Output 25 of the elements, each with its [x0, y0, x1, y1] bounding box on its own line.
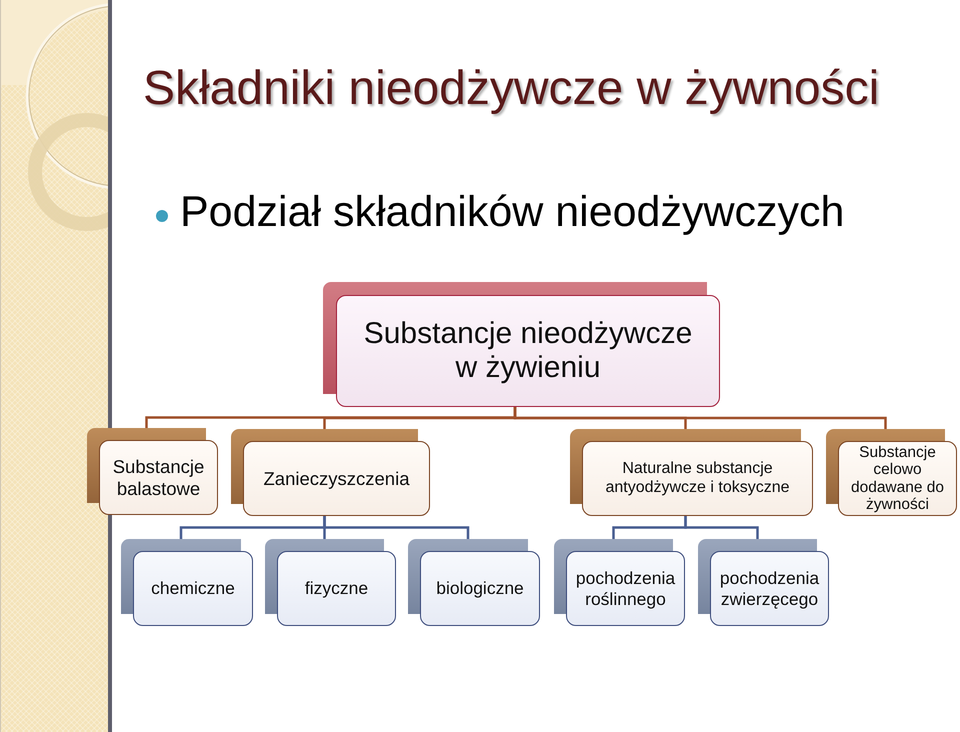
- category-box: [554, 539, 685, 626]
- node-label: Substancje nieodżywcze w żywieniu: [362, 316, 694, 386]
- category-box: [698, 539, 829, 626]
- node-label: Naturalne substancje antyodżywcze i toksyczne: [604, 460, 791, 497]
- node-label: Substancje celowo dodawane do żywności: [850, 444, 946, 513]
- category-box: [826, 429, 957, 516]
- category-box: [323, 282, 720, 407]
- connector-line: [684, 516, 759, 539]
- category-box: [570, 429, 813, 516]
- category-box: [265, 539, 396, 626]
- connector-line: [323, 516, 470, 539]
- bullet-text: Podział składników nieodżywczych: [180, 188, 844, 236]
- node-label: Zanieczyszczenia: [263, 468, 410, 490]
- node-label: chemiczne: [151, 578, 235, 599]
- category-box: [121, 539, 253, 626]
- node-label: pochodzenia zwierzęcego: [718, 568, 820, 609]
- node-label: Substancje balastowe: [112, 456, 206, 499]
- category-box: [87, 428, 218, 515]
- category-box: [231, 429, 430, 516]
- category-box: [408, 539, 540, 626]
- slide-title: Składniki nieodżywcze w żywności: [143, 62, 880, 116]
- node-label: fizyczne: [304, 578, 368, 599]
- node-label: pochodzenia roślinnego: [574, 568, 676, 609]
- connector-line: [514, 407, 887, 429]
- node-label: biologiczne: [436, 578, 524, 599]
